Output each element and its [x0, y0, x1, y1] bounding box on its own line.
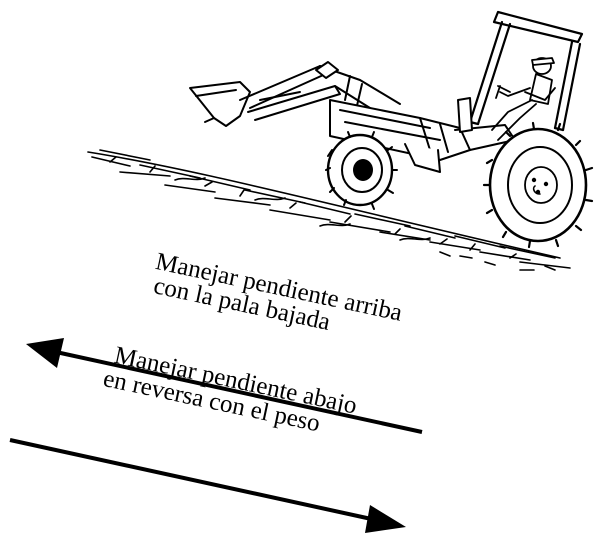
front-wheel — [325, 131, 398, 210]
downhill-instruction: Manejar pendiente abajo en reversa con e… — [101, 342, 359, 438]
arrow-left-up-icon — [26, 338, 423, 434]
tractor-loader-on-slope-icon — [87, 10, 594, 271]
arrow-right-down-icon — [9, 438, 406, 533]
slope-ground — [87, 149, 571, 271]
loader-bucket — [189, 61, 401, 127]
operator-figure — [491, 57, 556, 141]
rear-wheel — [482, 121, 594, 249]
tractor-body — [329, 97, 516, 173]
uphill-instruction: Manejar pendiente arriba con la pala baj… — [151, 248, 404, 336]
